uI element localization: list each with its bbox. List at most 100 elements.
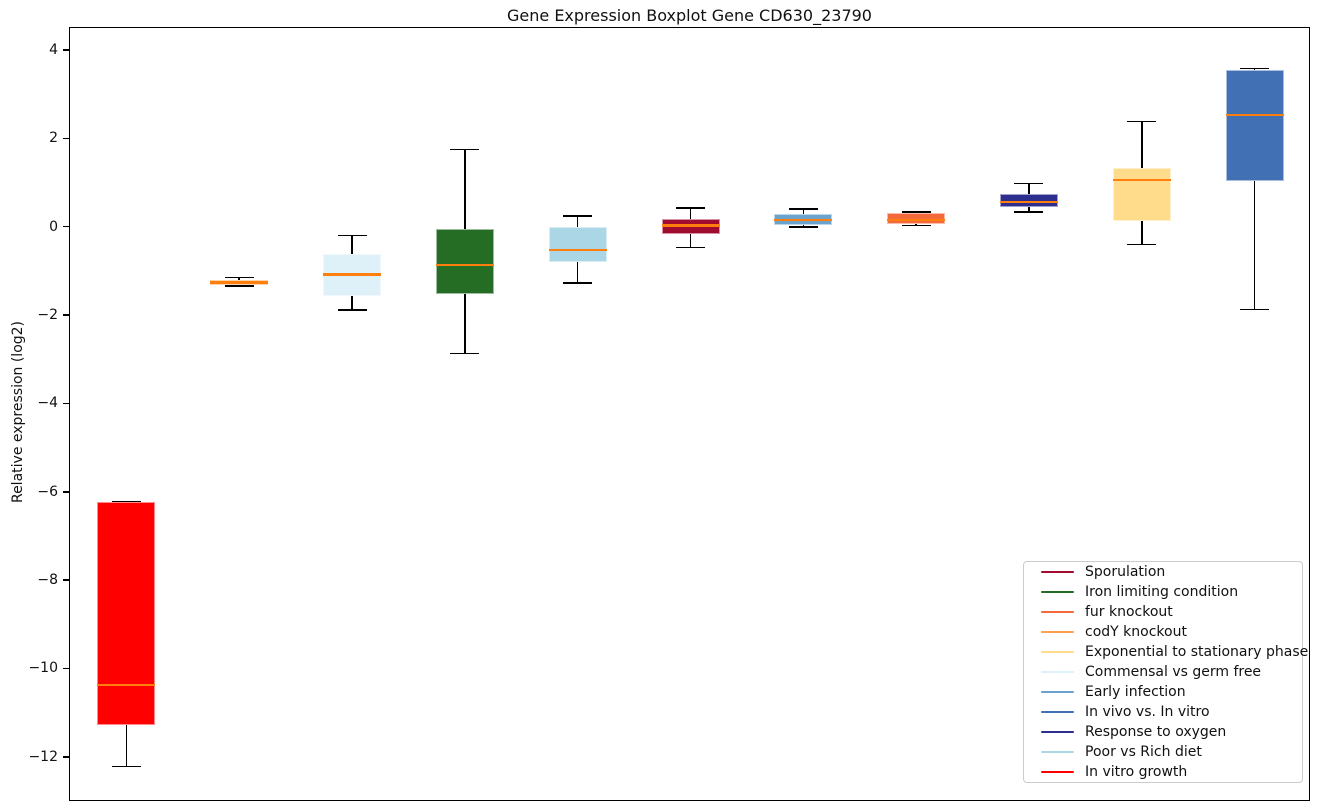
legend-label: Commensal vs germ free <box>1085 664 1262 680</box>
boxplot-box <box>435 228 494 294</box>
y-axis-label: Relative expression (log2) <box>10 320 26 504</box>
legend-color-swatch <box>1041 650 1074 654</box>
box-whisker-cap-lower <box>788 226 818 228</box>
box-whisker-cap-upper <box>1014 182 1044 185</box>
y-tick-label: 2 <box>49 130 58 147</box>
y-tick-label: 0 <box>49 218 58 235</box>
box-median-line <box>999 200 1058 204</box>
box-whisker-cap-upper <box>563 215 593 217</box>
box-median-line <box>1112 178 1171 182</box>
box-whisker-lower <box>1140 221 1143 245</box>
box-whisker-cap-upper <box>676 207 705 209</box>
box-whisker-cap-lower <box>1240 308 1270 311</box>
legend-label: Response to oxygen <box>1085 724 1227 740</box>
box-median-line <box>323 273 382 276</box>
box-whisker-cap-upper <box>450 148 480 151</box>
y-tick-label: −10 <box>28 660 58 677</box>
box-whisker-cap-lower <box>676 246 705 249</box>
legend-item: In vitro growth <box>1024 762 1302 782</box>
box-whisker-cap-lower <box>450 352 480 355</box>
legend-color-swatch <box>1041 590 1074 594</box>
box-whisker-lower <box>1253 180 1256 310</box>
y-tick-label: −8 <box>37 572 58 589</box>
box-whisker-upper <box>576 216 579 227</box>
legend-label: In vivo vs. In vitro <box>1085 704 1210 720</box>
box-whisker-lower <box>689 233 692 248</box>
boxplot-box <box>97 501 156 725</box>
box-median-line <box>435 264 494 267</box>
y-tick-label: −6 <box>37 483 58 500</box>
box-median-line <box>661 224 720 227</box>
legend-label: Iron limiting condition <box>1085 584 1239 600</box>
y-tick-mark <box>63 137 69 140</box>
box-whisker-cap-lower <box>563 282 593 284</box>
legend-label: Early infection <box>1085 684 1186 700</box>
legend-item: fur knockout <box>1024 602 1302 622</box>
box-median-line <box>548 248 607 251</box>
box-median-line <box>774 219 833 222</box>
y-tick-mark <box>63 667 69 670</box>
legend-color-swatch <box>1041 770 1074 774</box>
box-whisker-lower <box>576 262 579 283</box>
legend-item: Iron limiting condition <box>1024 582 1302 602</box>
legend-item: Exponential to stationary phase <box>1024 642 1308 662</box>
boxplot-box <box>548 226 607 263</box>
legend-color-swatch <box>1041 730 1074 734</box>
boxplot-box <box>1112 168 1171 222</box>
chart-title: Gene Expression Boxplot Gene CD630_23790 <box>507 6 872 25</box>
box-whisker-upper <box>802 209 805 215</box>
box-whisker-lower <box>125 724 128 767</box>
box-whisker-upper <box>1140 121 1143 169</box>
box-whisker-cap-lower <box>1014 211 1044 214</box>
box-whisker-upper <box>464 149 466 229</box>
y-tick-mark <box>63 402 69 405</box>
legend-color-swatch <box>1041 710 1074 714</box>
boxplot-box <box>1225 69 1284 181</box>
legend-item: Sporulation <box>1024 562 1302 582</box>
legend-label: Sporulation <box>1085 564 1166 580</box>
legend-label: fur knockout <box>1085 604 1173 620</box>
legend-color-swatch <box>1041 630 1074 634</box>
legend-label: Poor vs Rich diet <box>1085 744 1202 760</box>
box-whisker-cap-upper <box>224 276 254 279</box>
box-whisker-lower <box>351 296 353 311</box>
legend-label: In vitro growth <box>1085 764 1188 780</box>
box-whisker-upper <box>1028 183 1030 194</box>
legend-item: Early infection <box>1024 682 1302 702</box>
y-tick-mark <box>63 225 69 228</box>
box-median-line <box>1225 113 1284 117</box>
box-whisker-lower <box>1028 206 1030 213</box>
legend-color-swatch <box>1041 610 1074 614</box>
y-tick-label: −4 <box>37 395 58 412</box>
box-whisker-lower <box>464 293 466 354</box>
box-whisker-cap-upper <box>1240 67 1270 70</box>
legend-item: Commensal vs germ free <box>1024 662 1302 682</box>
box-whisker-cap-lower <box>337 309 367 312</box>
legend-color-swatch <box>1041 690 1074 694</box>
y-tick-label: −12 <box>28 748 58 765</box>
box-whisker-cap-lower <box>224 285 254 287</box>
legend-label: Exponential to stationary phase <box>1085 644 1309 660</box>
legend-color-swatch <box>1041 570 1074 574</box>
box-whisker-cap-lower <box>111 765 141 768</box>
box-median-line <box>887 218 946 221</box>
box-whisker-cap-upper <box>788 208 818 210</box>
boxplot-box <box>887 213 946 225</box>
y-tick-mark <box>63 49 69 51</box>
legend-item: In vivo vs. In vitro <box>1024 702 1302 722</box>
legend-item: Response to oxygen <box>1024 722 1302 742</box>
box-median-line <box>97 683 156 686</box>
box-whisker-cap-upper <box>337 234 367 237</box>
box-whisker-cap-lower <box>1127 243 1157 246</box>
box-median-line <box>210 281 269 284</box>
legend-item: Poor vs Rich diet <box>1024 742 1302 762</box>
y-tick-mark <box>63 756 69 758</box>
box-whisker-cap-lower <box>901 224 931 227</box>
box-whisker-upper <box>238 277 241 281</box>
legend-color-swatch <box>1041 670 1074 674</box>
boxplot-box <box>999 193 1058 207</box>
y-tick-mark <box>63 491 69 493</box>
y-tick-label: −2 <box>37 307 58 324</box>
